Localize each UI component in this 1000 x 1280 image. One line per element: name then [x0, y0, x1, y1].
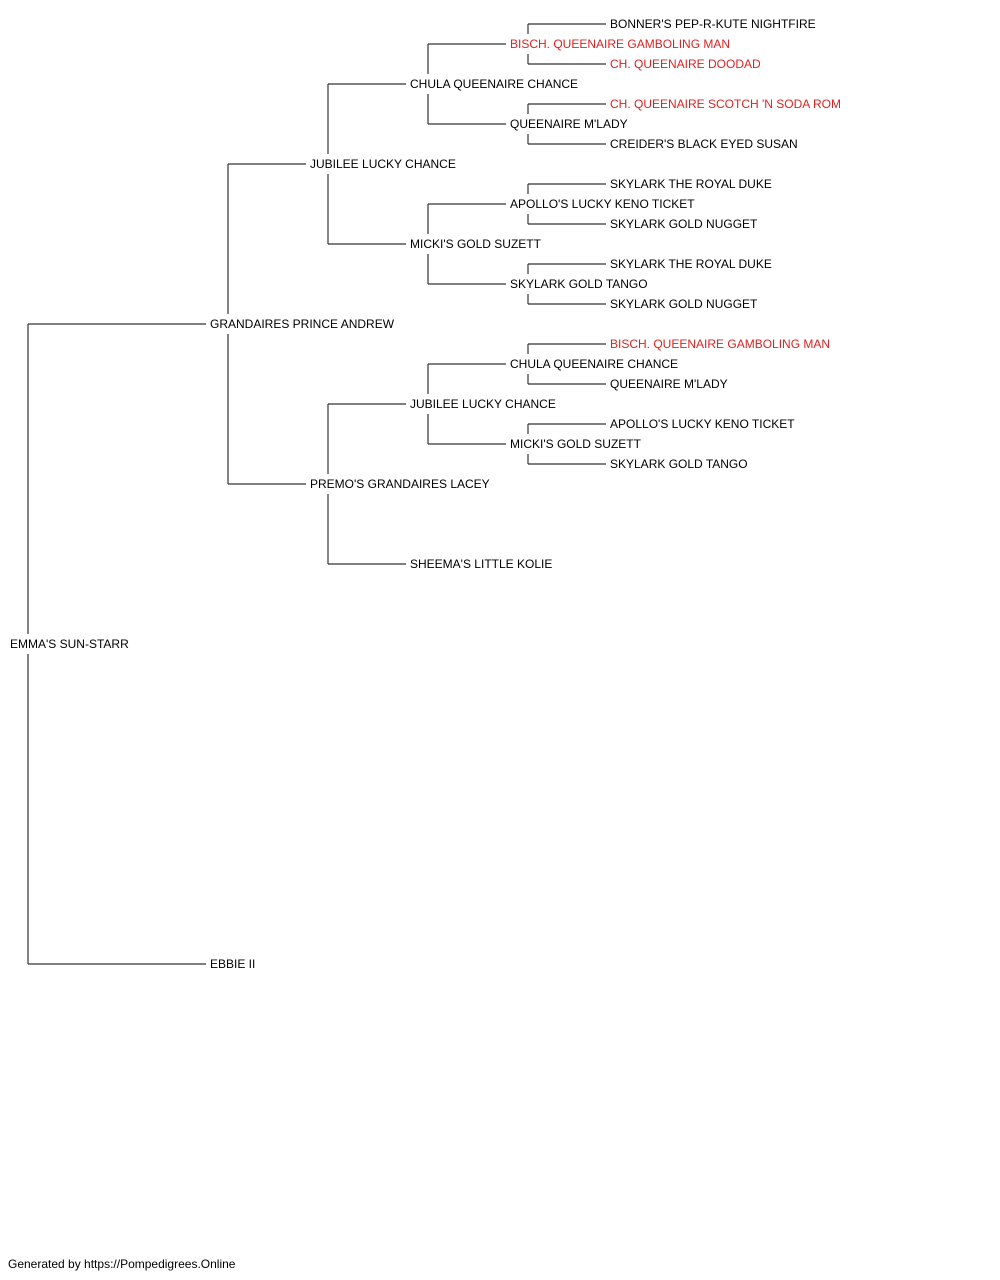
ancestor-name[interactable]: CHULA QUEENAIRE CHANCE	[408, 77, 581, 91]
ancestor-name[interactable]: SKYLARK GOLD TANGO	[608, 457, 750, 471]
ancestor-name[interactable]: APOLLO'S LUCKY KENO TICKET	[508, 197, 697, 211]
ancestor-name[interactable]: SKYLARK THE ROYAL DUKE	[608, 177, 774, 191]
ancestor-name[interactable]: QUEENAIRE M'LADY	[508, 117, 630, 131]
generated-by-footer: Generated by https://Pompedigrees.Online	[8, 1257, 236, 1271]
ancestor-name[interactable]: SKYLARK GOLD NUGGET	[608, 217, 760, 231]
ancestor-name[interactable]: CH. QUEENAIRE DOODAD	[608, 57, 763, 71]
ancestor-name[interactable]: JUBILEE LUCKY CHANCE	[308, 157, 458, 171]
ancestor-name[interactable]: CHULA QUEENAIRE CHANCE	[508, 357, 681, 371]
ancestor-name[interactable]: CH. QUEENAIRE SCOTCH 'N SODA ROM	[608, 97, 843, 111]
ancestor-name[interactable]: MICKI'S GOLD SUZETT	[508, 437, 643, 451]
ancestor-name[interactable]: PREMO'S GRANDAIRES LACEY	[308, 477, 492, 491]
ancestor-name[interactable]: SKYLARK GOLD NUGGET	[608, 297, 760, 311]
ancestor-name[interactable]: BISCH. QUEENAIRE GAMBOLING MAN	[508, 37, 733, 51]
ancestor-name[interactable]: EBBIE II	[208, 957, 258, 971]
subject-name[interactable]: EMMA'S SUN-STARR	[8, 637, 131, 651]
ancestor-name[interactable]: SKYLARK THE ROYAL DUKE	[608, 257, 774, 271]
ancestor-name[interactable]: MICKI'S GOLD SUZETT	[408, 237, 543, 251]
ancestor-name[interactable]: QUEENAIRE M'LADY	[608, 377, 730, 391]
ancestor-name[interactable]: APOLLO'S LUCKY KENO TICKET	[608, 417, 797, 431]
ancestor-name[interactable]: CREIDER'S BLACK EYED SUSAN	[608, 137, 800, 151]
ancestor-name[interactable]: SHEEMA'S LITTLE KOLIE	[408, 557, 555, 571]
ancestor-name[interactable]: SKYLARK GOLD TANGO	[508, 277, 650, 291]
ancestor-name[interactable]: BONNER'S PEP-R-KUTE NIGHTFIRE	[608, 17, 818, 31]
ancestor-name[interactable]: JUBILEE LUCKY CHANCE	[408, 397, 558, 411]
ancestor-name[interactable]: BISCH. QUEENAIRE GAMBOLING MAN	[608, 337, 833, 351]
ancestor-name[interactable]: GRANDAIRES PRINCE ANDREW	[208, 317, 397, 331]
